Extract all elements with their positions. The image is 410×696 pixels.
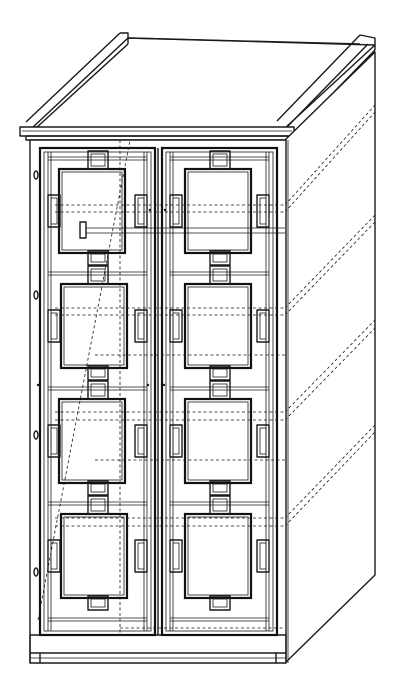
right-door-panel (169, 380, 270, 496)
hinge-icon (33, 170, 39, 180)
doors-group (38, 146, 279, 637)
hinge-icon (33, 430, 39, 440)
cabinet-side-panel (284, 51, 376, 664)
hinge-icon (33, 567, 39, 577)
hidden-interior-lines (36, 139, 285, 635)
right-door[interactable] (160, 146, 279, 637)
hinge-icon (33, 290, 39, 300)
left-door[interactable] (38, 146, 157, 637)
left-door-panel (47, 380, 148, 496)
hinges (33, 170, 39, 577)
left-door-panel (47, 495, 148, 611)
